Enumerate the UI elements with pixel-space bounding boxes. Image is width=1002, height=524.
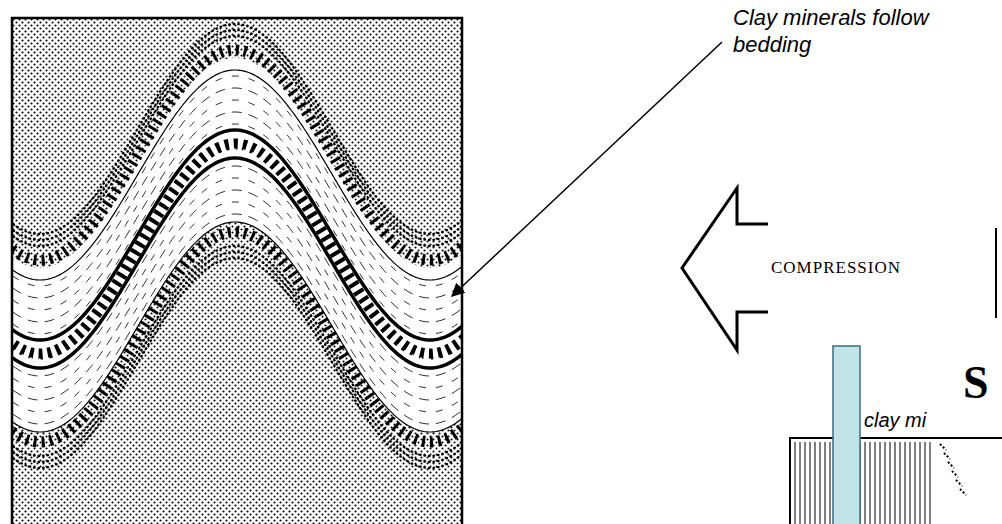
- cleavage-line: [900, 442, 901, 524]
- callout-label: Clay minerals follow bedding: [733, 4, 943, 58]
- slate-mark: [944, 453, 950, 459]
- dotted-arc: [12, 30, 462, 240]
- fold-layers: [12, 18, 462, 524]
- cleavage-line: [865, 442, 866, 524]
- cleavage-line: [880, 442, 881, 524]
- bedding-line: [12, 222, 462, 432]
- slate-mark: [956, 480, 962, 486]
- cleavage-line: [820, 442, 821, 524]
- slate-outline: [790, 438, 1002, 524]
- slate-mark: [948, 462, 954, 468]
- cleavage-line: [895, 442, 896, 524]
- compression-bar: [995, 228, 997, 318]
- cleavage-line: [825, 442, 826, 524]
- block-layer-gap: [12, 150, 462, 360]
- cleavage-line: [795, 442, 796, 524]
- compression-arrow: [682, 188, 768, 350]
- force-label: COMPRESSION: [771, 258, 901, 278]
- mineral-label: clay mi: [864, 408, 926, 432]
- cleavage-line: [830, 442, 831, 524]
- leader-line: [452, 42, 722, 296]
- layer-ground: [12, 158, 462, 432]
- sandstone-stipple: [12, 18, 462, 524]
- cleavage-line: [815, 442, 816, 524]
- slate-mark: [940, 444, 946, 450]
- bedding-line: [12, 70, 462, 280]
- cleavage-line: [875, 442, 876, 524]
- bedding-thick-line: [12, 158, 462, 368]
- slate-block: [790, 438, 1002, 524]
- clay-dashes: [12, 88, 462, 298]
- cleavage-line: [810, 442, 811, 524]
- cleavage-line: [910, 442, 911, 524]
- hatch-band: [12, 232, 462, 442]
- dotted-arc: [12, 258, 462, 468]
- cleavage-line: [925, 442, 926, 524]
- clay-dashes: [12, 76, 462, 286]
- cleavage-bar: [833, 346, 860, 524]
- cleavage-line: [870, 442, 871, 524]
- cleavage-line: [905, 442, 906, 524]
- slate-mark: [952, 471, 958, 477]
- section-frame: [12, 18, 462, 524]
- dotted-arc: [12, 24, 462, 234]
- clay-dashes: [12, 178, 462, 388]
- dotted-arc: [12, 246, 462, 456]
- rock-name-label: S: [963, 358, 989, 408]
- slate-mark: [960, 489, 966, 495]
- cleavage-line: [885, 442, 886, 524]
- cleavage-line: [890, 442, 891, 524]
- cleavage-line: [800, 442, 801, 524]
- dotted-arc: [12, 252, 462, 462]
- cleavage-line: [915, 442, 916, 524]
- cleavage-line: [920, 442, 921, 524]
- cleavage-line: [930, 442, 931, 524]
- cleavage-line: [805, 442, 806, 524]
